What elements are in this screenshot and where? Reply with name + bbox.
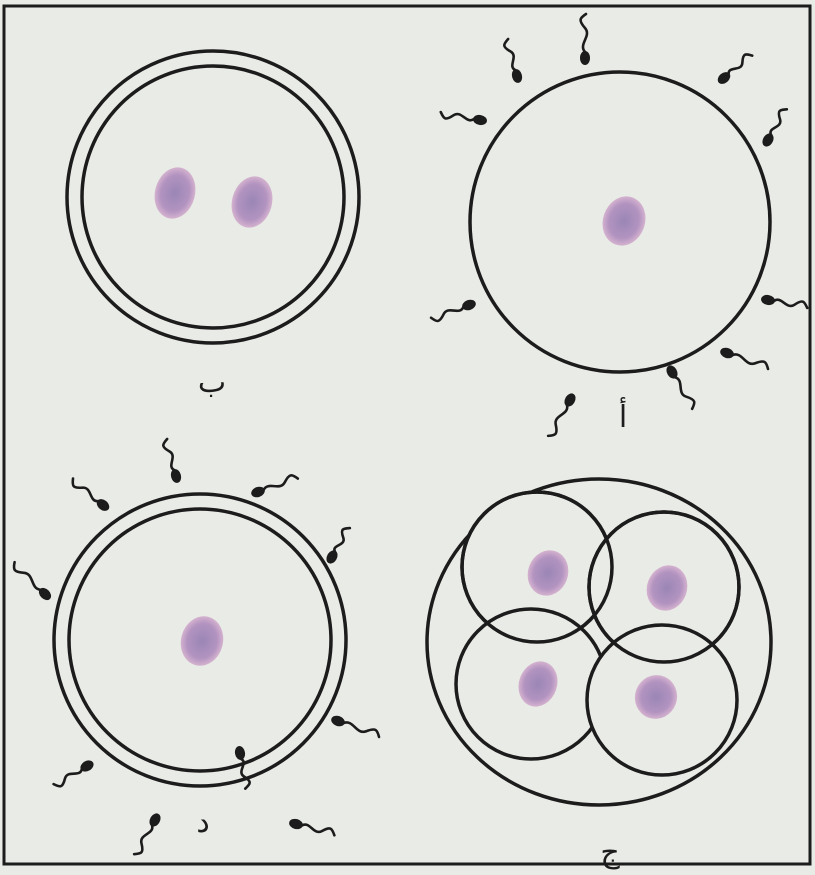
- panel-label-b: ب: [198, 365, 226, 400]
- panel-label-a: أ: [619, 396, 627, 435]
- panel-label-c: ج: [600, 835, 620, 870]
- panel-label-d: د: [196, 805, 209, 840]
